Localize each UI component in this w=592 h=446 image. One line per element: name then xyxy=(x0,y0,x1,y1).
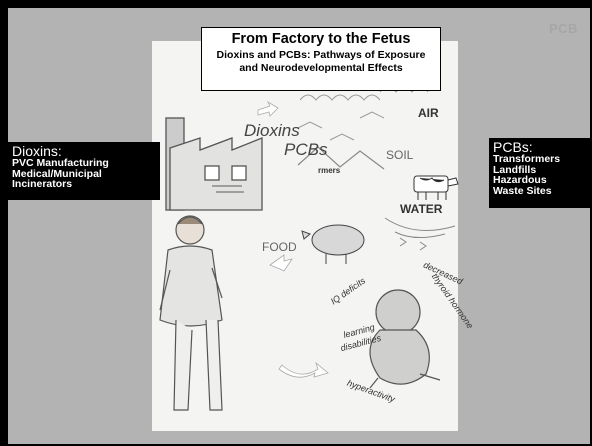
dioxins-sources-box: Dioxins: PVC Manufacturing Medical/Munic… xyxy=(8,142,160,200)
subtitle-line-1: Dioxins and PCBs: Pathways of Exposure xyxy=(202,49,440,62)
arrow-icon xyxy=(279,363,328,377)
dioxins-source-item: Incinerators xyxy=(12,179,156,190)
pcbs-sources-box: PCBs: Transformers Landfills Hazardous W… xyxy=(489,138,590,208)
subtitle-line-2: and Neurodevelopmental Effects xyxy=(202,62,440,75)
pcbs-heading: PCBs: xyxy=(493,140,586,154)
pregnant-woman-illustration xyxy=(160,216,222,410)
pcbs-source-item: Transformers xyxy=(493,154,586,165)
dioxins-text: Dioxins xyxy=(244,121,300,141)
farmers-label: rmers xyxy=(318,166,340,175)
cloud-icon xyxy=(298,87,428,140)
arrow-icon xyxy=(270,255,292,271)
soil-label: SOIL xyxy=(386,148,413,162)
arrow-icon xyxy=(258,102,278,116)
title-box: From Factory to the Fetus Dioxins and PC… xyxy=(201,27,441,91)
air-label: AIR xyxy=(418,106,439,120)
water-label: WATER xyxy=(400,202,442,216)
cow-icon xyxy=(414,176,458,200)
dioxins-source-item: PVC Manufacturing xyxy=(12,158,156,169)
pcbs-text: PCBs xyxy=(284,140,327,160)
pcbs-source-item: Hazardous xyxy=(493,175,586,186)
page-title: From Factory to the Fetus xyxy=(202,31,440,47)
food-label: FOOD xyxy=(262,240,297,254)
dioxins-heading: Dioxins: xyxy=(12,144,156,158)
pig-icon xyxy=(302,225,364,264)
water-icon xyxy=(385,218,455,250)
pcbs-source-item: Waste Sites xyxy=(493,186,586,197)
